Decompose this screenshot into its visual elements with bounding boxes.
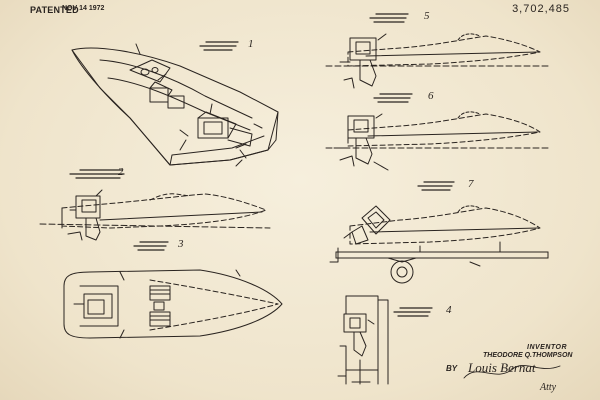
fig7-drawing [329,205,549,284]
attorney-signature: Louis Bernat [468,360,536,375]
patented-label: PATENTED [30,5,79,15]
fig2-label: 2 [118,166,124,178]
fig2-drawing [39,189,271,241]
inventor-name: THEODORE Q.THOMPSON [483,352,573,359]
fig5-drawing [325,33,549,89]
fig4-label: 4 [446,304,452,316]
fig4-drawing [337,295,389,385]
patent-number: 3,702,485 [512,3,570,15]
attorney-initials: Atty [540,382,557,393]
inventor-title: INVENTOR [527,344,568,351]
fig1-drawing [71,43,279,167]
fig5-label: 5 [424,10,430,22]
fig6-label: 6 [428,90,434,102]
fig3-drawing [63,269,283,339]
fig7-label: 7 [468,178,474,190]
fig6-drawing [325,111,549,171]
fig1-label: 1 [248,38,254,50]
fig3-label: 3 [178,238,184,250]
by-label: BY [446,364,458,373]
signature-flourish [463,364,561,379]
fig-label-decorations [69,13,455,317]
patent-date: NOV 14 1972 [62,5,105,12]
